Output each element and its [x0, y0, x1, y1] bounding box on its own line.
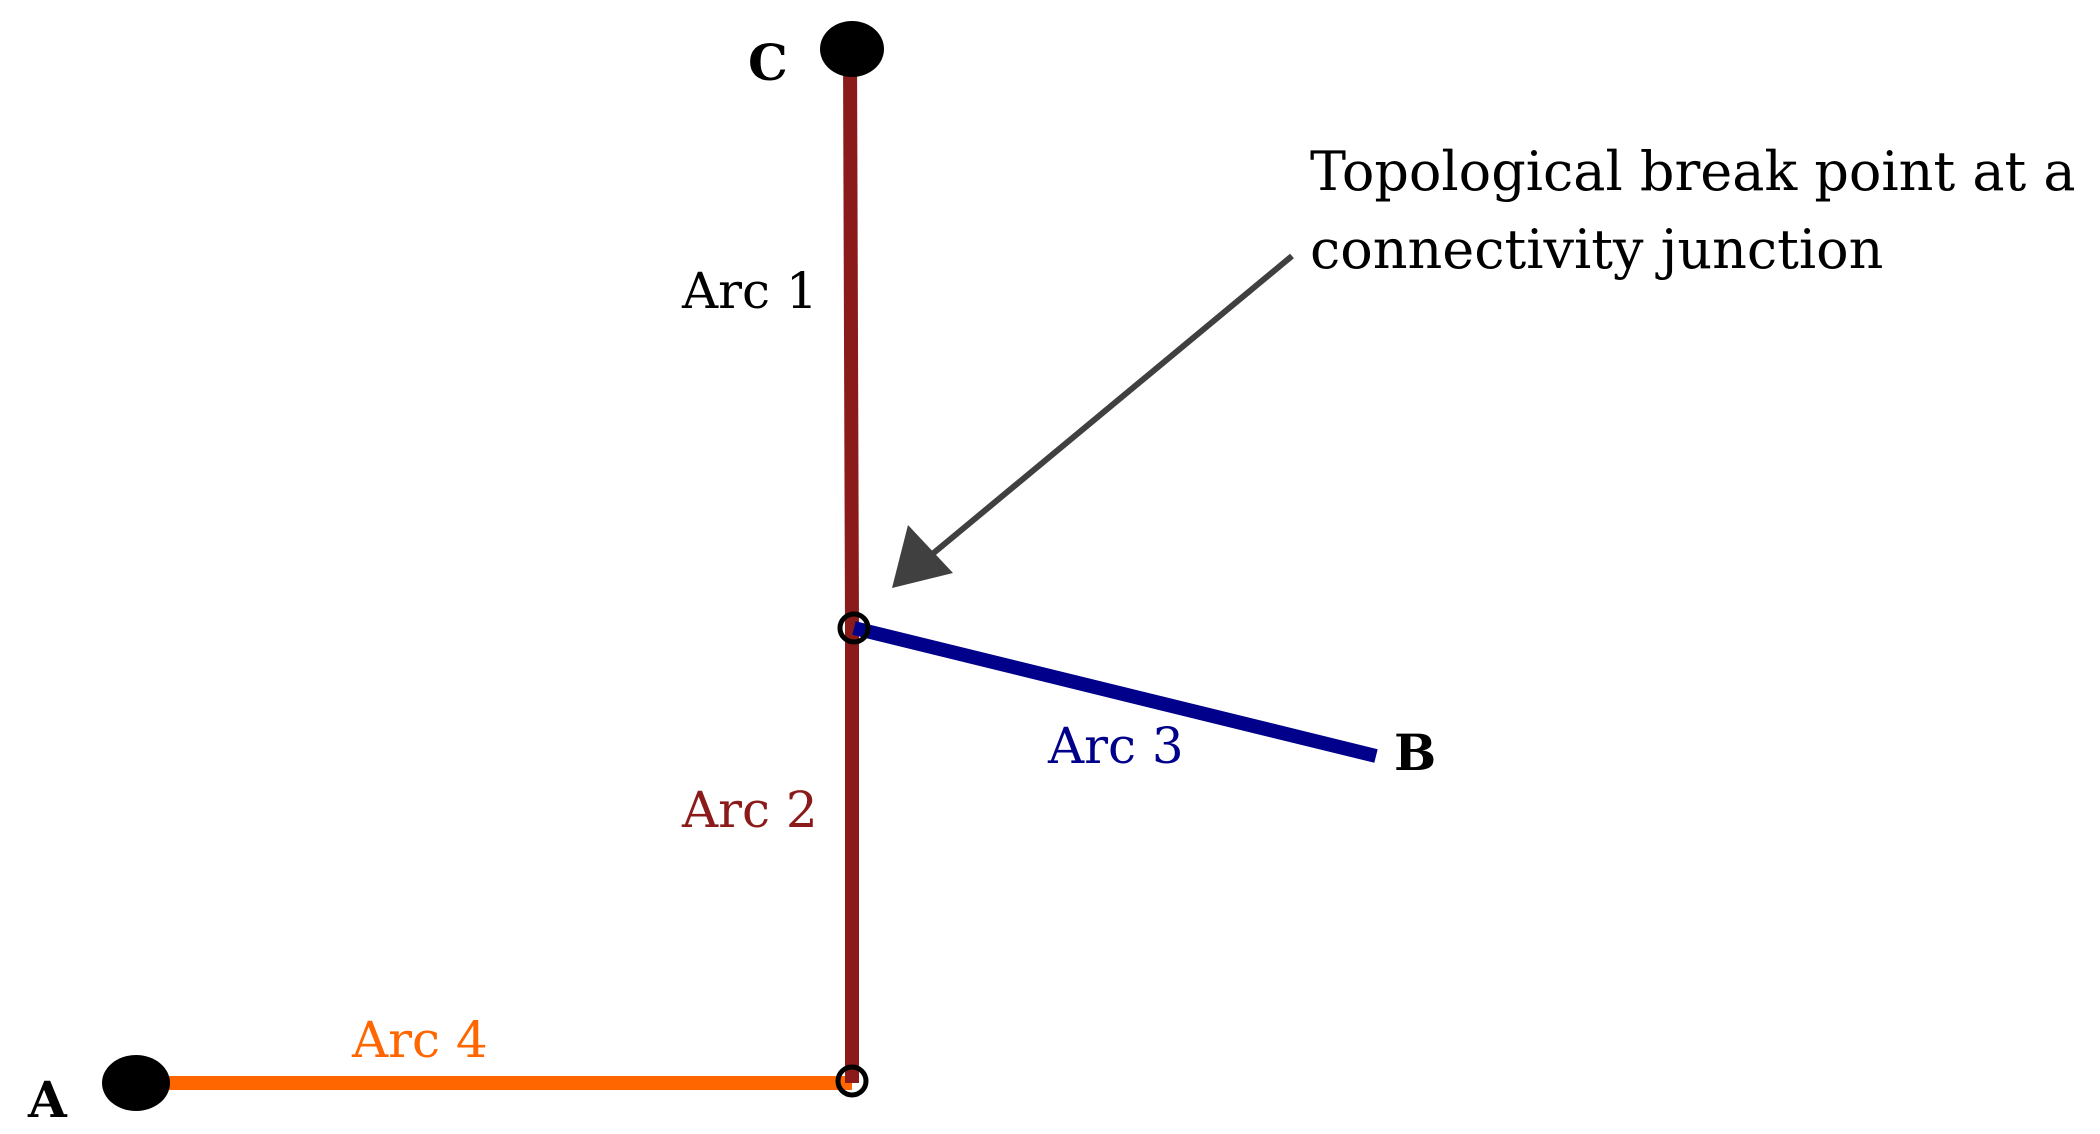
arc-3-line [852, 621, 1378, 763]
arc-1-label: Arc 1 [681, 262, 818, 320]
annotation-text-line-2: connectivity junction [1310, 218, 1883, 281]
node-c-marker [820, 21, 884, 77]
node-c-label: C [748, 33, 788, 92]
arc-2-label: Arc 2 [681, 781, 818, 839]
node-b-label: B [1394, 723, 1436, 782]
arc-1-line [843, 51, 859, 629]
annotation-text-line-1: Topological break point at a [1310, 140, 2076, 203]
annotation-arrow-head [892, 525, 953, 588]
arc-4-label: Arc 4 [351, 1011, 488, 1069]
junction-break-point [837, 611, 871, 645]
arc-3-label: Arc 3 [1047, 717, 1184, 775]
node-a-label: A [27, 1070, 68, 1129]
junction-corner [835, 1064, 869, 1098]
annotation-arrow-shaft [928, 253, 1294, 559]
node-a-marker [102, 1055, 170, 1111]
